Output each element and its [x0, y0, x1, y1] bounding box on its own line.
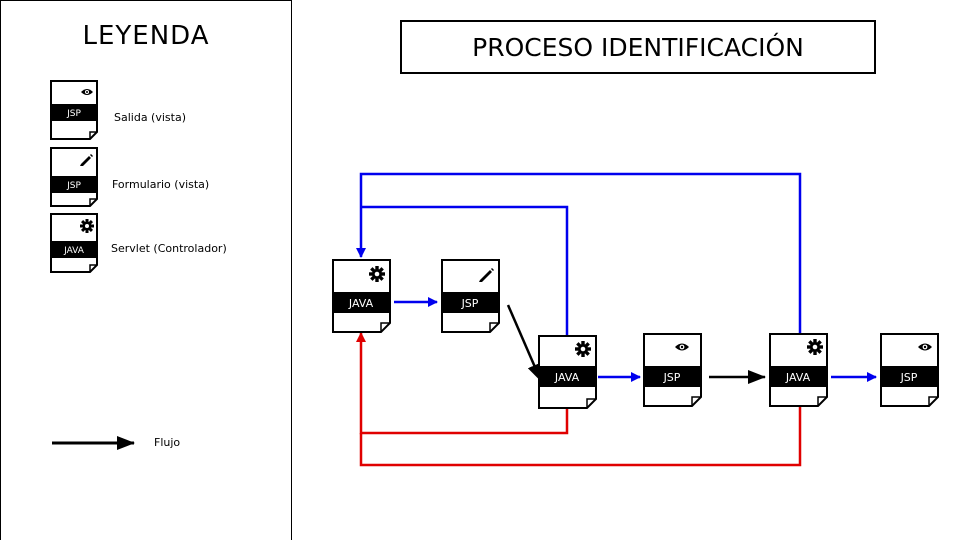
node-form-1: JSP: [441, 259, 500, 333]
eye-icon: [81, 89, 93, 95]
node-servlet-3: JAVA: [769, 333, 828, 407]
pencil-icon: [80, 154, 93, 166]
pencil-icon: [479, 268, 494, 282]
node-label: JAVA: [785, 371, 811, 384]
node-servlet-1: JAVA: [332, 259, 391, 333]
legend-label-flow: Flujo: [154, 436, 180, 449]
gear-icon: [807, 339, 823, 355]
node-output-2: JSP: [880, 333, 939, 407]
eye-icon: [918, 343, 932, 351]
gear-icon: [80, 219, 94, 233]
node-label: JSP: [461, 297, 479, 310]
flow-servlet2-to-servlet1: [361, 205, 569, 336]
error-servlet3-to-servlet1: [359, 406, 802, 467]
node-label: JAVA: [554, 371, 580, 384]
node-output-1: JSP: [643, 333, 702, 407]
legend-label-output: Salida (vista): [114, 111, 186, 124]
error-servlet2-to-servlet1: [356, 332, 569, 435]
legend-doc-java-servlet: JAVA: [50, 213, 98, 273]
node-servlet-2: JAVA: [538, 335, 597, 409]
node-label: JAVA: [348, 297, 374, 310]
legend-title: LEYENDA: [82, 21, 209, 51]
legend-item-flow: Flujo: [52, 436, 180, 450]
gear-icon: [575, 341, 591, 357]
title-box: [400, 20, 876, 74]
legend-label-servlet: Servlet (Controlador): [111, 242, 227, 255]
legend-item-form: JSP Formulario (vista): [50, 147, 209, 207]
node-label: JSP: [900, 371, 918, 384]
legend-panel: [0, 0, 292, 540]
flow-form-to-servlet2: [506, 304, 543, 382]
legend-item-output: JSP Salida (vista): [50, 80, 186, 140]
eye-icon: [675, 343, 689, 351]
legend-doc-jsp-output: JSP: [50, 80, 98, 140]
gear-icon: [369, 266, 385, 282]
legend-item-servlet: JAVA Servlet (Controlador): [50, 213, 227, 273]
flow-servlet3-to-servlet1: [356, 172, 802, 333]
legend-doc-label: JAVA: [63, 246, 85, 256]
legend-doc-jsp-form: JSP: [50, 147, 98, 207]
legend-label-form: Formulario (vista): [112, 178, 209, 191]
page-title: PROCESO IDENTIFICACIÓN: [472, 32, 804, 62]
legend-doc-label: JSP: [66, 109, 81, 119]
legend-doc-label: JSP: [66, 181, 81, 191]
node-label: JSP: [663, 371, 681, 384]
